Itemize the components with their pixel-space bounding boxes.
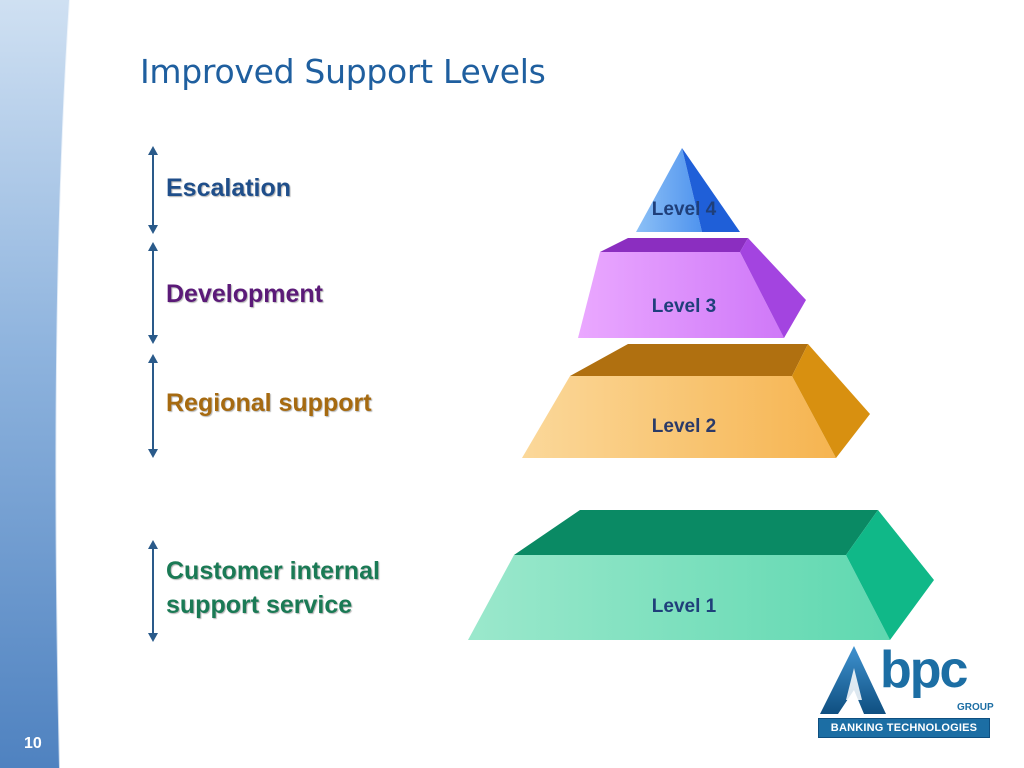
logo-tagline-bar: BANKING TECHNOLOGIES xyxy=(818,718,990,738)
page-title: Improved Support Levels xyxy=(140,52,546,91)
level-label: Level 3 xyxy=(652,296,716,317)
level-2-side-face xyxy=(792,344,870,458)
label-line: Regional support xyxy=(166,389,372,417)
level-1-front-face xyxy=(468,555,890,640)
level-label: Level 2 xyxy=(652,416,716,437)
level-3-front-face xyxy=(578,252,784,338)
sidebar-decoration xyxy=(0,0,71,768)
level-2-front-face xyxy=(522,376,836,458)
logo-mountain-icon xyxy=(820,646,886,714)
label-escalation: Escalation xyxy=(166,171,291,205)
logo-wordmark: bpc xyxy=(880,641,968,699)
pyramid-level-3: Level 3 xyxy=(578,238,806,338)
company-logo: bpc GROUP BANKING TECHNOLOGIES xyxy=(812,641,994,740)
label-line: support service xyxy=(166,591,353,619)
level-3-side-face xyxy=(740,238,806,338)
pyramid-level-4: Level 4 xyxy=(636,148,740,232)
level-4-side-face xyxy=(682,148,740,232)
level-3-top-face xyxy=(600,238,748,252)
level-4-front-face xyxy=(636,148,702,232)
double-arrow-icon xyxy=(148,354,158,458)
pyramid-level-1: Level 1 xyxy=(468,510,934,640)
label-regional-support: Regional support xyxy=(166,386,372,420)
label-line: Customer internal xyxy=(166,557,380,585)
logo-group-text: GROUP xyxy=(957,702,994,713)
level-1-top-face xyxy=(514,510,878,555)
label-customer-internal-support: Customer internal support service xyxy=(166,554,380,622)
level-label: Level 4 xyxy=(652,199,717,220)
level-1-side-face xyxy=(846,510,934,640)
logo-tagline: BANKING TECHNOLOGIES xyxy=(830,722,978,734)
double-arrow-icon xyxy=(148,242,158,344)
double-arrow-icon xyxy=(148,540,158,642)
label-line: Escalation xyxy=(166,174,292,202)
double-arrow-icon xyxy=(148,146,158,234)
level-2-top-face xyxy=(570,344,808,376)
pyramid-level-2: Level 2 xyxy=(522,344,870,458)
label-development: Development xyxy=(166,277,323,311)
slide-number: 10 xyxy=(24,735,42,752)
level-label: Level 1 xyxy=(652,596,717,617)
label-line: Development xyxy=(166,280,323,308)
